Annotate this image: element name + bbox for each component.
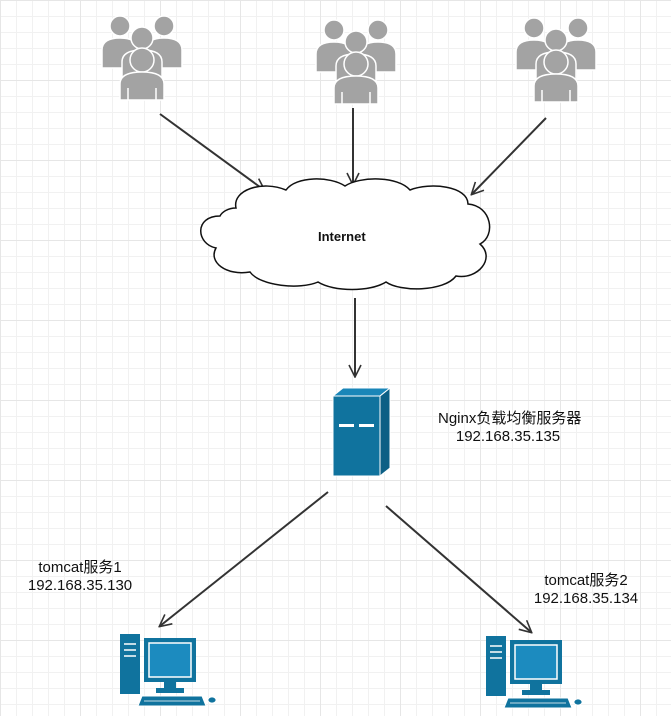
tomcat1-computer-icon bbox=[119, 633, 217, 707]
nginx-name: Nginx负载均衡服务器 bbox=[438, 410, 582, 427]
arrow-nginx-to-tomcat1 bbox=[160, 491, 329, 626]
tomcat1-label: tomcat服务1 192.168.35.130 bbox=[14, 559, 146, 595]
internet-cloud bbox=[200, 178, 491, 291]
tomcat2-computer-icon bbox=[485, 635, 583, 709]
users-icon-right bbox=[515, 17, 597, 103]
arrow-nginx-to-tomcat2 bbox=[385, 505, 531, 632]
nginx-ip: 192.168.35.135 bbox=[455, 428, 561, 445]
tomcat1-ip: 192.168.35.130 bbox=[27, 577, 133, 594]
server-icon bbox=[331, 386, 392, 478]
internet-label: Internet bbox=[318, 229, 366, 244]
arrow-users-right-to-internet bbox=[472, 117, 547, 194]
nginx-label: Nginx负载均衡服务器 192.168.35.135 bbox=[438, 410, 582, 446]
tomcat2-ip: 192.168.35.134 bbox=[533, 590, 639, 607]
tomcat2-label: tomcat服务2 192.168.35.134 bbox=[520, 572, 652, 608]
tomcat2-name: tomcat服务2 bbox=[544, 572, 628, 589]
users-icon-left bbox=[101, 15, 183, 101]
arrow-users-left-to-internet bbox=[159, 113, 264, 190]
users-icon-middle bbox=[315, 19, 397, 105]
tomcat1-name: tomcat服务1 bbox=[38, 559, 122, 576]
